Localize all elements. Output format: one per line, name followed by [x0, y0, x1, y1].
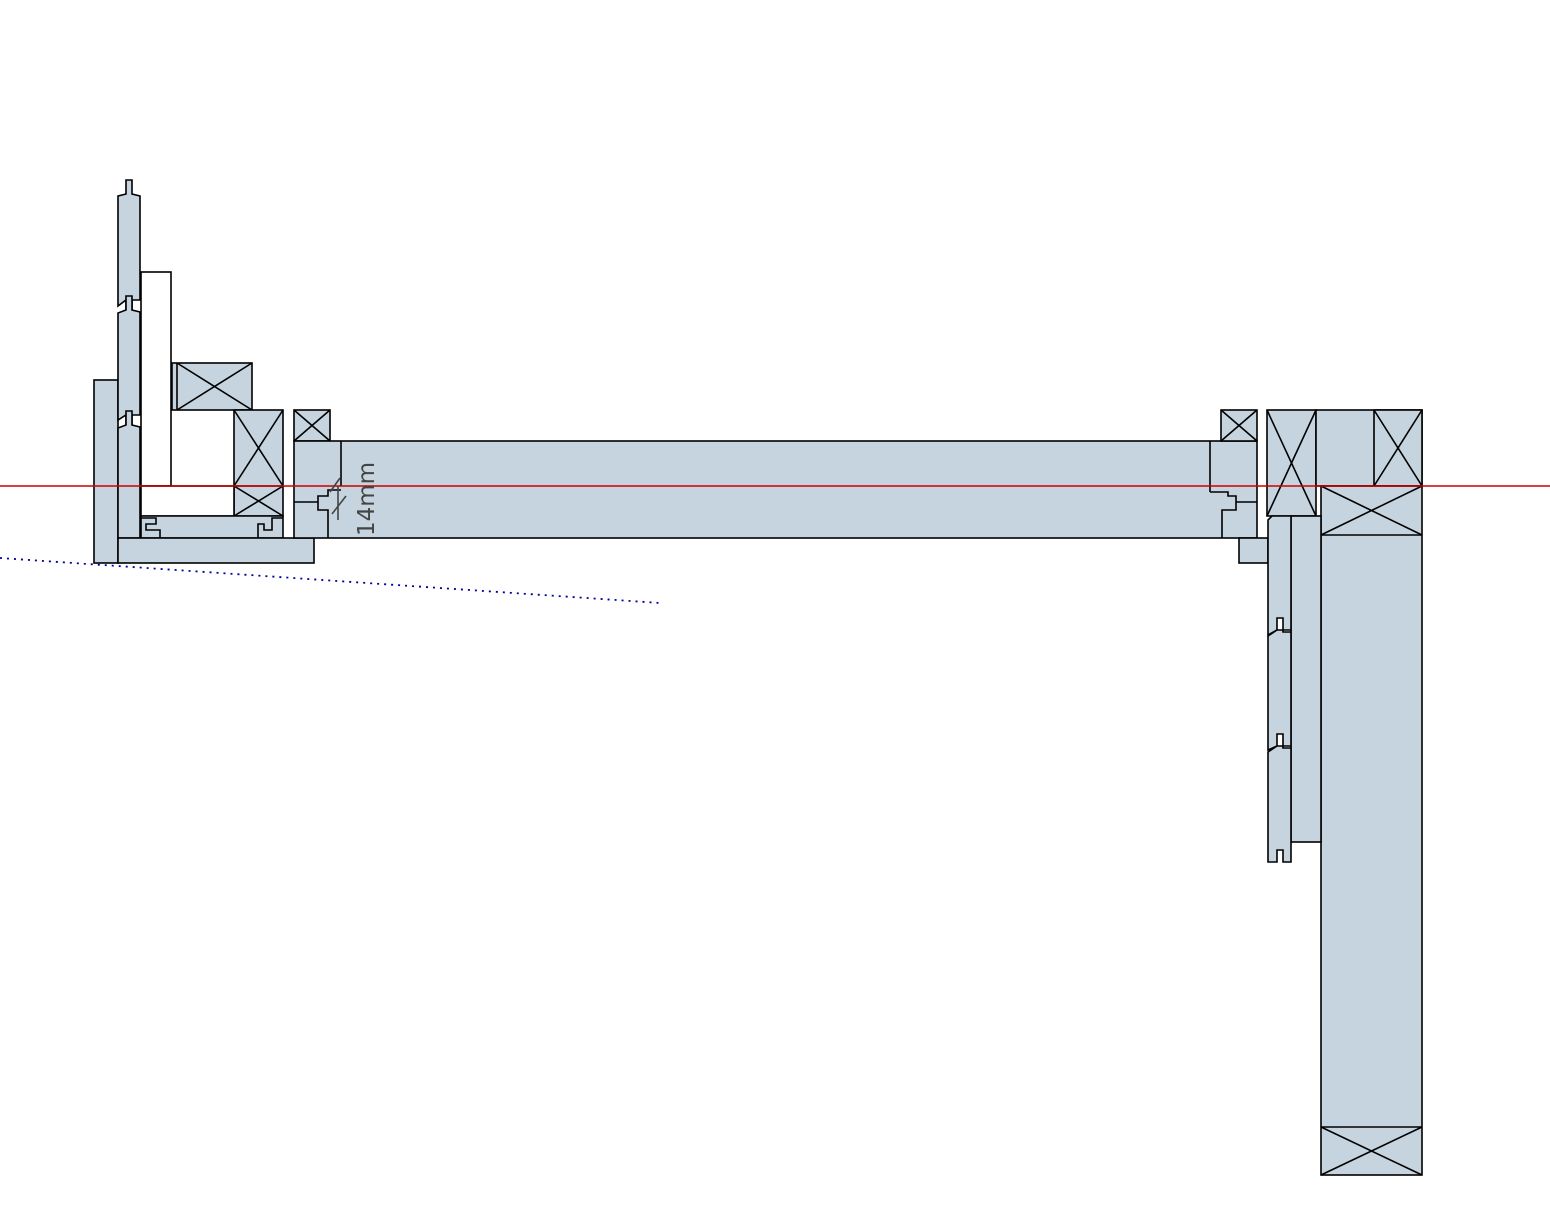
right-column-bottom-cross-2	[1320, 1126, 1423, 1176]
left-siding-board-1[interactable]	[117, 179, 141, 311]
left-base-plate[interactable]	[117, 537, 315, 564]
left-frame-assembly[interactable]	[93, 179, 315, 564]
left-post[interactable]	[233, 409, 284, 517]
left-post-cross-2	[233, 409, 284, 487]
left-header-cross-2	[176, 362, 253, 411]
right-sheathing-strip[interactable]	[1290, 515, 1322, 843]
left-outer-board[interactable]	[93, 379, 119, 564]
right-siding-board-1[interactable]	[1267, 515, 1292, 637]
dimension-label[interactable]: 14mm	[354, 462, 380, 536]
left-inner-stud[interactable]	[140, 271, 172, 487]
dimension-tick-2	[331, 495, 347, 515]
blue-axis-line	[0, 557, 661, 604]
floor-assembly[interactable]	[293, 409, 1269, 564]
dimension-tick-1	[329, 477, 341, 493]
right-column-top-cross-2	[1320, 485, 1423, 536]
right-top-block-cross-2	[1373, 409, 1423, 487]
right-post-cross-2	[1266, 409, 1317, 517]
dimension-annotation[interactable]	[329, 477, 347, 520]
floor-joist[interactable]	[293, 440, 1258, 539]
left-sill-notch	[141, 517, 283, 538]
floor-block-left-cross-2	[293, 409, 331, 442]
left-sill-profile[interactable]	[140, 515, 284, 539]
left-siding-board-3[interactable]	[117, 410, 141, 539]
left-post-cross-4	[233, 485, 284, 517]
floor-block-right-cross-2	[1220, 409, 1258, 442]
right-wall-assembly[interactable]	[1266, 409, 1423, 1176]
floor-joist-right-groove	[1210, 491, 1257, 538]
right-column[interactable]	[1320, 485, 1423, 1176]
right-siding-board-2[interactable]	[1267, 629, 1292, 752]
left-white-opening	[140, 485, 235, 517]
left-siding-board-2[interactable]	[117, 295, 141, 426]
right-siding-board-3[interactable]	[1267, 745, 1292, 863]
floor-right-base-piece[interactable]	[1238, 537, 1269, 564]
